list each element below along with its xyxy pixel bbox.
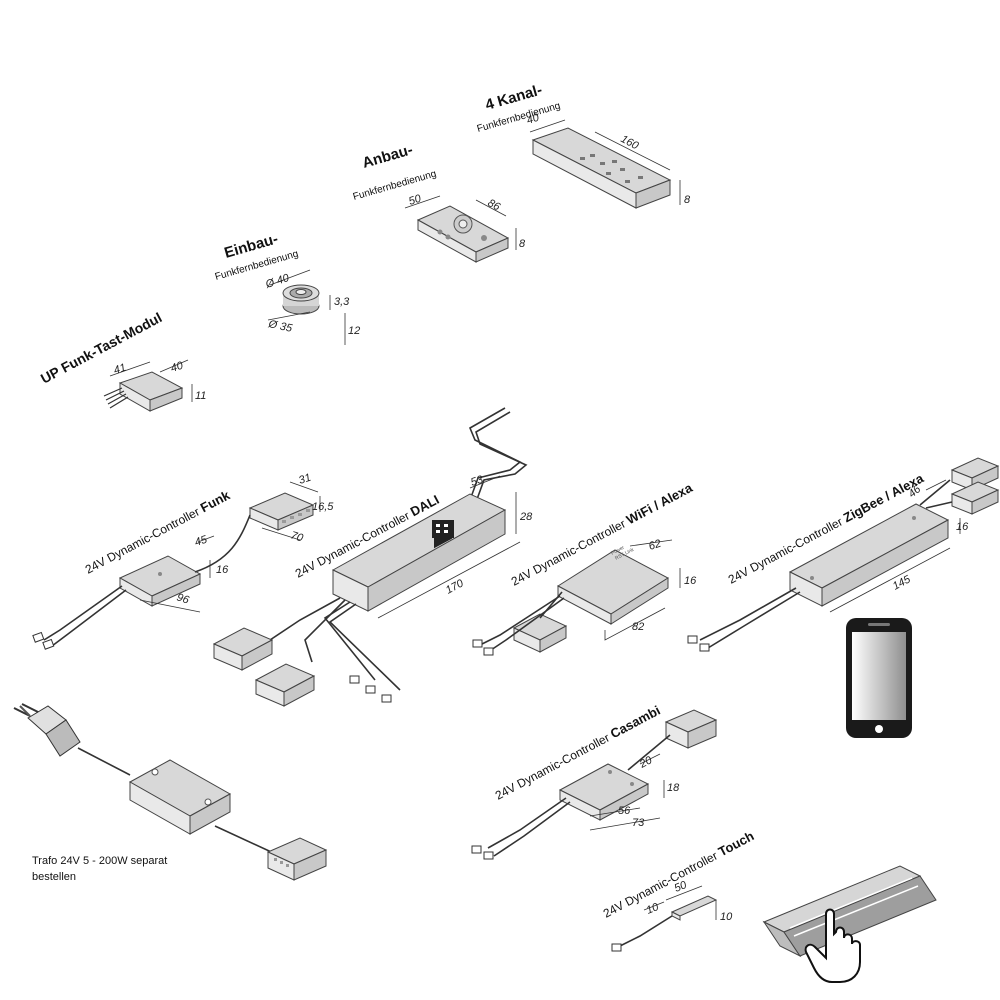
up-module-length: 41	[112, 362, 127, 377]
einbau-height-a: 3,3	[334, 296, 350, 308]
wifi-length: 82	[632, 621, 644, 633]
anbau-depth: 50	[407, 192, 423, 207]
einbau-height-b: 12	[348, 325, 360, 337]
controller-funk: 24V Dynamic-Controller Funk 31 16,5 70 4…	[32, 472, 334, 650]
trafo-note-line1: Trafo 24V 5 - 200W separat	[32, 855, 167, 867]
casambi-length-a: 56	[618, 805, 631, 817]
controller-casambi: 24V Dynamic-Controller Casambi 20 18 56 …	[471, 703, 718, 860]
dali-height: 28	[519, 511, 533, 523]
svg-text:24V Dynamic-Controller T: 24V Dynamic-Controller Touch	[600, 828, 756, 921]
casambi-length-b: 73	[632, 817, 645, 829]
funk-dist-c: 70	[289, 529, 305, 544]
anbau-length: 86	[486, 197, 503, 214]
zigbee-height: 16	[956, 521, 969, 533]
four-channel-remote: 4 Kanal- Funkfernbedienung 40 160 8	[476, 81, 691, 209]
up-module-depth: 40	[169, 359, 185, 374]
funk-dist-b: 16,5	[312, 501, 334, 513]
casambi-height: 18	[667, 782, 680, 794]
controller-touch: 24V Dynamic-Controller Touch 50 10 10	[600, 828, 756, 952]
smartphone-icon	[846, 618, 912, 738]
four-channel-height: 8	[684, 194, 691, 206]
anbau-height: 8	[519, 238, 526, 250]
controller-wifi: 24V Dynamic-Controller WiFi / Alexa Powe…	[472, 480, 697, 656]
controller-zigbee: 24V Dynamic-Controller ZigBee / Alexa 46…	[687, 457, 1000, 652]
einbau-remote: Einbau- Funkfernbedienung Ø 40 Ø 35 3,3 …	[214, 230, 360, 345]
trafo-note-line2: bestellen	[32, 871, 76, 883]
wifi-name: WiFi / Alexa	[624, 480, 696, 528]
dali-depth: 53	[469, 473, 485, 488]
casambi-name: Casambi	[608, 703, 663, 742]
led-profile	[762, 865, 937, 983]
four-channel-depth: 40	[525, 111, 541, 126]
funk-depth: 45	[193, 533, 209, 548]
up-module-height: 11	[195, 390, 206, 402]
touch-height: 10	[720, 911, 733, 923]
hand-pointer-icon	[804, 908, 861, 983]
funk-length: 96	[175, 591, 191, 606]
funk-height: 16	[216, 564, 229, 576]
funk-dist-a: 31	[297, 472, 312, 487]
funk-name: Funk	[198, 487, 233, 515]
dali-length: 170	[444, 577, 467, 597]
power-plug-icon	[13, 703, 81, 757]
touch-length: 50	[673, 879, 690, 895]
casambi-depth: 20	[637, 754, 655, 771]
up-funk-module: UP Funk-Tast-Modul 41 40 11	[38, 309, 206, 412]
zigbee-length: 145	[891, 573, 914, 593]
trafo: Trafo 24V 5 - 200W separat bestellen	[13, 703, 328, 883]
touch-offset: 10	[645, 901, 662, 917]
anbau-remote: Anbau- Funkfernbedienung 50 86 8	[352, 141, 526, 263]
anbau-subtitle: Funkfernbedienung	[352, 169, 438, 203]
wifi-height: 16	[684, 575, 697, 587]
touch-name: Touch	[716, 828, 757, 859]
einbau-inner-diameter: Ø 35	[266, 318, 294, 335]
controller-dali: 24V Dynamic-Controller DALI 53 28 170	[212, 407, 533, 707]
wifi-depth: 62	[647, 538, 662, 553]
touch-prefix: 24V Dynamic-Controller	[601, 848, 720, 920]
anbau-title: Anbau-	[360, 141, 414, 172]
